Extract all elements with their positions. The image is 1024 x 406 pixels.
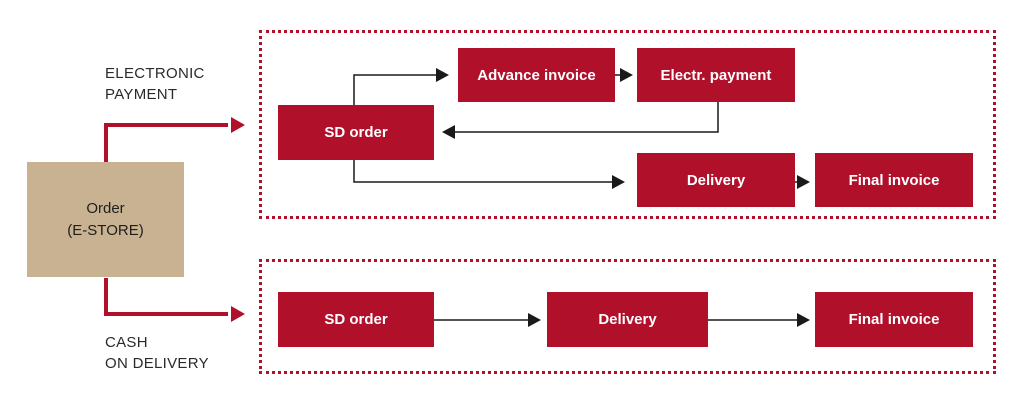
cod-sd-order-box: SD order [278,292,434,347]
cod-sd-order-label: SD order [324,311,388,328]
ep-electronic-payment-box: Electr. payment [637,48,795,102]
electronic-payment-group [259,30,996,219]
ep-final-invoice-label: Final invoice [848,171,940,189]
arrowhead-to-sd-order [442,125,455,139]
ep-electronic-payment-label: Electr. payment [660,66,772,84]
branch-to-electronic [104,123,228,162]
branch-arrow-electronic [231,117,245,133]
flow-sd-to-advance [353,74,436,105]
arrowhead-to-payment [620,68,633,82]
electronic-payment-label-line2: PAYMENT [105,86,178,103]
origin-line1: Order [86,199,125,217]
electronic-payment-label: ELECTRONIC PAYMENT [105,63,205,105]
ep-sd-order-label: SD order [324,124,388,141]
cod-delivery-box: Delivery [547,292,708,347]
cash-on-delivery-label: CASH ON DELIVERY [105,332,209,374]
ep-delivery-box: Delivery [637,153,795,207]
ep-advance-invoice-label: Advance invoice [477,66,596,84]
cod-delivery-label: Delivery [598,311,657,328]
electronic-payment-label-line1: ELECTRONIC [105,65,205,82]
ep-advance-invoice-box: Advance invoice [458,48,615,102]
origin-line2: (E-STORE) [67,221,144,239]
origin-order-box: Order (E-STORE) [27,162,184,277]
branch-connectors [104,123,228,316]
cod-final-invoice-box: Final invoice [815,292,973,347]
arrowhead-to-advance [436,68,449,82]
arrowhead-cod-to-delivery [528,313,541,327]
arrowhead-cod-to-final [797,313,810,327]
branch-to-cash [104,278,228,316]
arrowhead-to-delivery [612,175,625,189]
flow-sd-to-delivery [353,160,612,183]
flow-connectors [353,74,797,321]
cash-on-delivery-label-line2: ON DELIVERY [105,355,209,372]
ep-final-invoice-box: Final invoice [815,153,973,207]
flow-payment-to-sd [455,102,719,133]
ep-delivery-label: Delivery [686,171,746,189]
cod-final-invoice-label: Final invoice [848,311,940,328]
cash-on-delivery-group [259,259,996,374]
cash-on-delivery-label-line1: CASH [105,334,148,351]
branch-arrow-cash [231,306,245,322]
arrowhead-to-final [797,175,810,189]
ep-sd-order-box: SD order [278,105,434,160]
